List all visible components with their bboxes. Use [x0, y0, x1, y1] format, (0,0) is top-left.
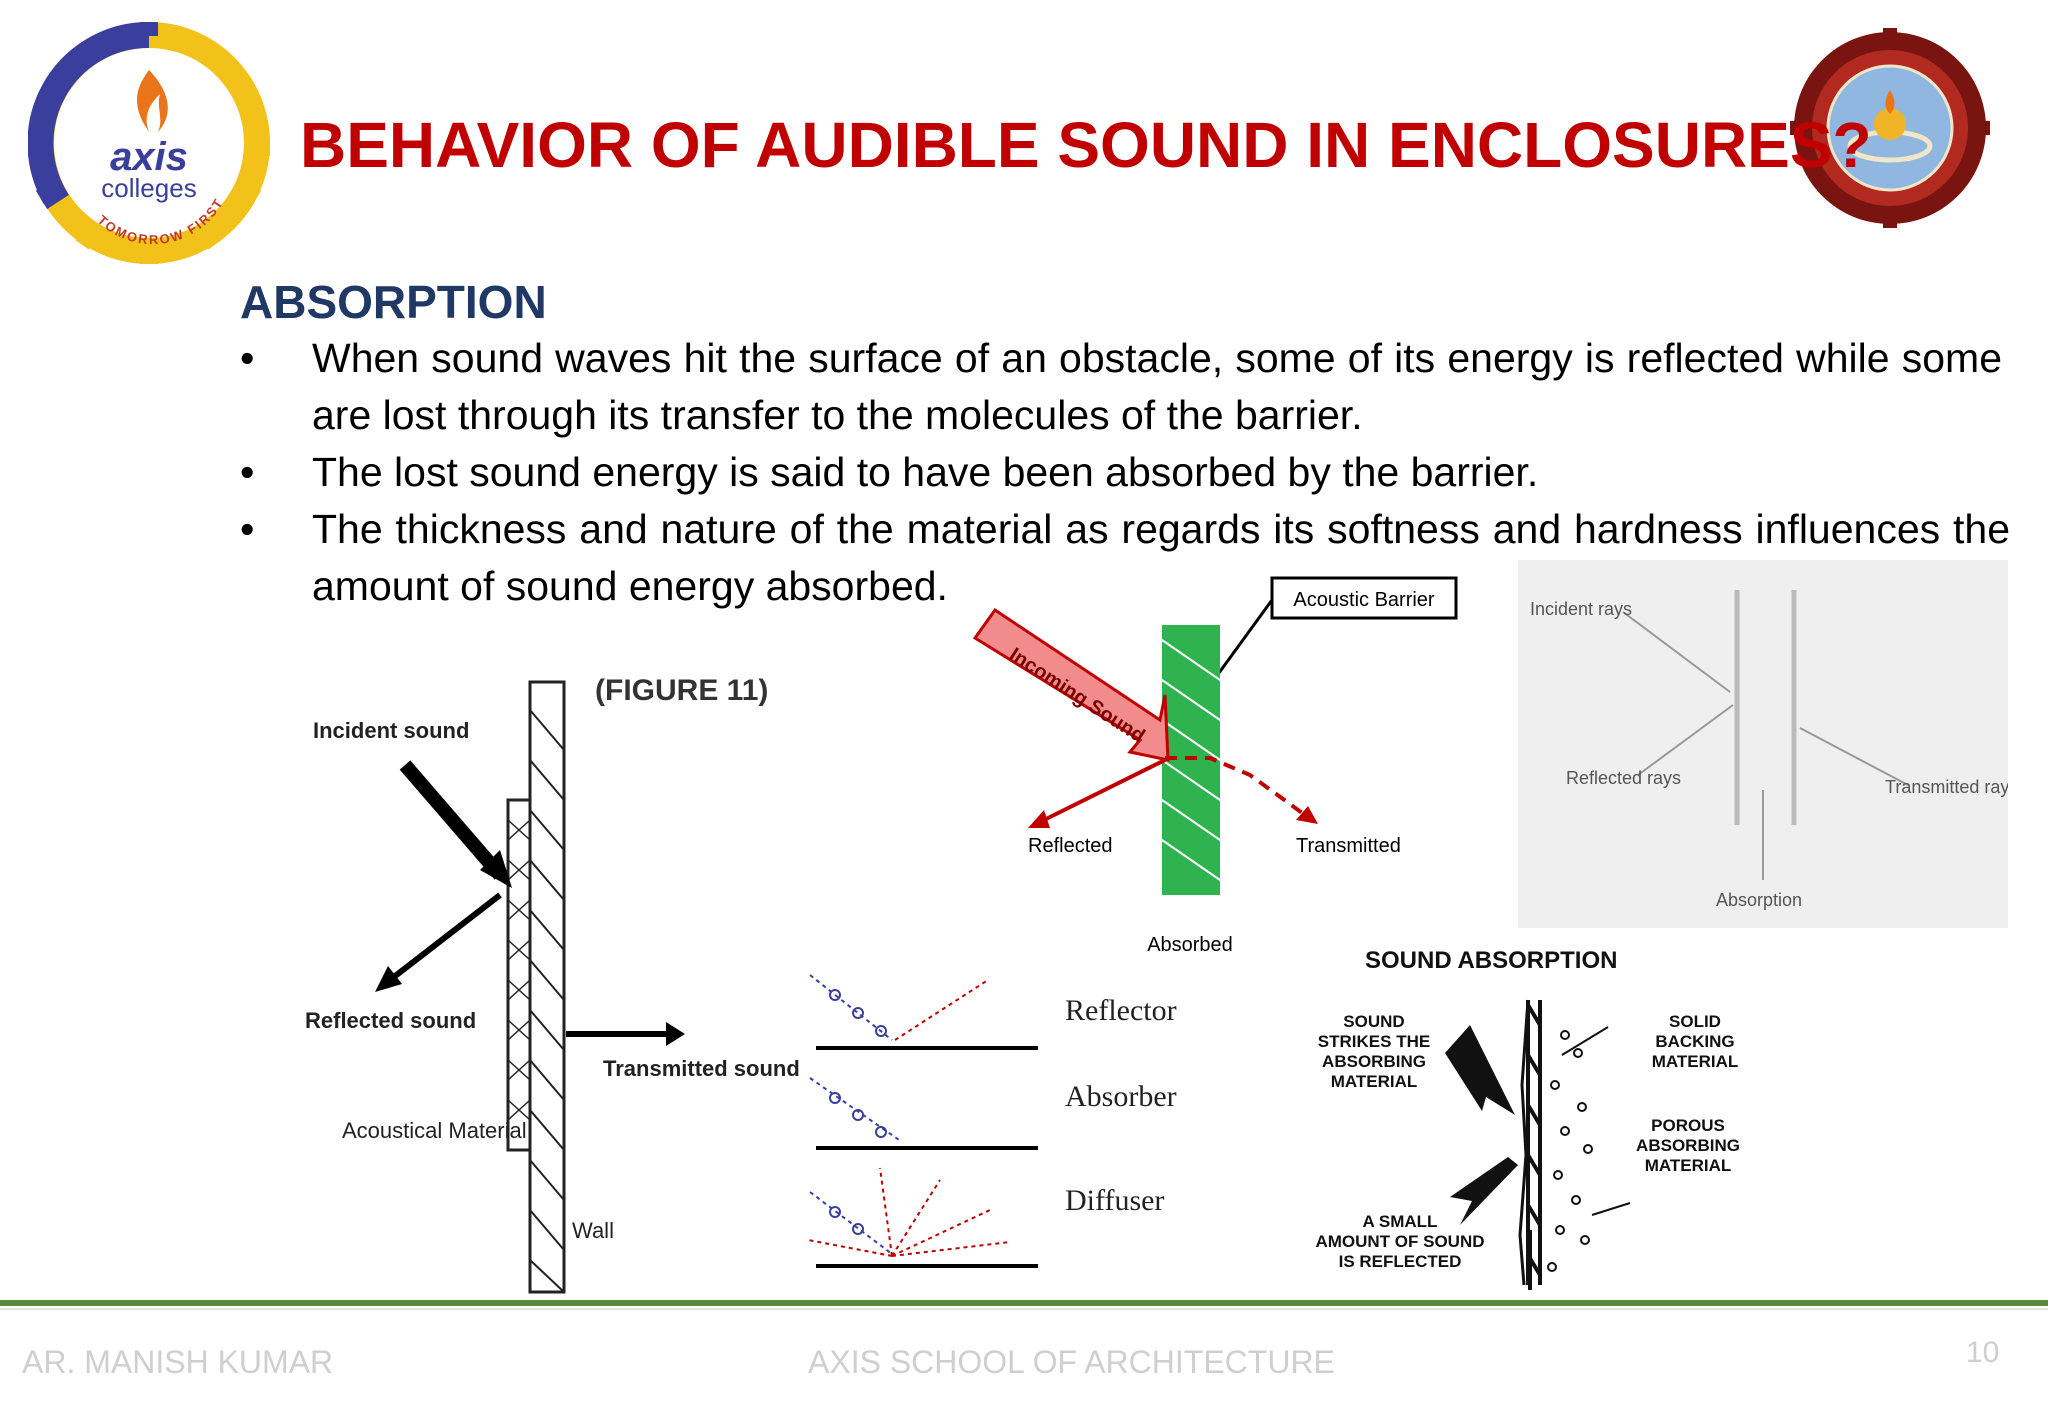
acoustical-material-shape [506, 798, 532, 1152]
acoustic-barrier-label: Acoustic Barrier [1293, 589, 1434, 611]
sketch-backing-1: SOLID [1669, 1012, 1721, 1031]
footer-divider-light [0, 1308, 2048, 1310]
figure-caption: (FIGURE 11) [595, 674, 768, 707]
incident-arrow [399, 760, 506, 880]
wall-label: Wall [572, 1218, 614, 1243]
sketch-porous-1: POROUS [1651, 1116, 1725, 1135]
footer-school: AXIS SCHOOL OF ARCHITECTURE [808, 1344, 1335, 1380]
acoustic-barrier-label-box [1270, 576, 1458, 620]
rays-diagram: Incident rays Reflected rays Transmitted… [1518, 560, 2008, 928]
logo-sub: colleges [101, 173, 196, 203]
reflected-barrier-arrow [1039, 758, 1166, 824]
figure-11-diagram: (FIGURE 11) Incident sound Reflected sou… [305, 674, 800, 1294]
absorption-label: Absorption [1716, 890, 1802, 910]
bullet-item: • The lost sound energy is said to have b… [240, 444, 2002, 501]
transmitted-label: Transmitted [1296, 835, 1401, 857]
reflected-arrow [388, 892, 502, 983]
reflected-sound-label: Reflected sound [305, 1008, 476, 1033]
sound-absorption-sketch: SOUND ABSORPTION SOUND STRIKES THE ABSOR… [1315, 947, 1740, 1290]
strikes-arrow [1445, 1025, 1515, 1115]
axis-colleges-logo: axis colleges TOMORROW FIRST [28, 22, 270, 264]
flame-icon [136, 70, 168, 132]
acoustical-material-label: Acoustical Material [342, 1118, 527, 1143]
page-number: 10 [1966, 1336, 2000, 1369]
sketch-porous-2: ABSORBING [1636, 1136, 1740, 1155]
bullet-item: • The thickness and nature of the materia… [240, 501, 2010, 615]
sketch-backing-3: MATERIAL [1652, 1052, 1739, 1071]
diffuser-label: Diffuser [1065, 1184, 1164, 1217]
reflected-label: Reflected [1028, 835, 1113, 857]
reflected-sketch-arrow [1450, 1157, 1518, 1225]
sketch-reflected-1: A SMALL [1363, 1212, 1438, 1231]
bullet-dot: • [240, 506, 255, 552]
bullet-text: The lost sound energy is said to have be… [312, 449, 1539, 495]
bullet-text: When sound waves hit the surface of an o… [312, 335, 2002, 438]
transmitted-barrier-arrow [1165, 756, 1307, 817]
bullet-dot: • [240, 335, 255, 381]
sketch-reflected-3: IS REFLECTED [1339, 1252, 1462, 1271]
sketch-backing-2: BACKING [1655, 1032, 1734, 1051]
absorbed-label: Absorbed [1147, 934, 1233, 956]
bullet-text: The thickness and nature of the material… [312, 506, 2010, 609]
sketch-porous-3: MATERIAL [1645, 1156, 1732, 1175]
reflector-label: Reflector [1065, 994, 1177, 1027]
surface-types-diagram: Reflector Absorber Diffuser [807, 974, 1177, 1268]
sketch-title: SOUND ABSORPTION [1365, 947, 1617, 974]
incident-rays-label: Incident rays [1530, 599, 1632, 619]
transmitted-sound-label: Transmitted sound [603, 1056, 800, 1081]
incident-sound-label: Incident sound [313, 718, 469, 743]
logo-brand: axis [110, 135, 188, 179]
incoming-sound-label: Incoming Sound [1005, 644, 1148, 748]
sketch-strikes-4: MATERIAL [1331, 1072, 1418, 1091]
reflected-rays-label: Reflected rays [1566, 768, 1681, 788]
sketch-strikes-3: ABSORBING [1322, 1052, 1426, 1071]
page-title: BEHAVIOR OF AUDIBLE SOUND IN ENCLOSURES? [300, 109, 1872, 181]
sketch-reflected-2: AMOUNT OF SOUND [1315, 1232, 1484, 1251]
section-heading: ABSORPTION [240, 276, 547, 328]
bullet-dot: • [240, 449, 255, 495]
sketch-strikes-2: STRIKES THE [1318, 1032, 1430, 1051]
footer-divider [0, 1300, 2048, 1306]
incoming-sound-arrow [972, 607, 1170, 762]
absorber-label: Absorber [1065, 1080, 1177, 1113]
aktu-university-seal [1790, 28, 1990, 228]
gear-ring [28, 22, 270, 264]
acoustic-barrier-diagram: Acoustic Barrier Incoming Sound Reflecte… [972, 576, 1458, 956]
transmitted-rays-label: Transmitted rays [1885, 777, 2008, 797]
bullet-list: • When sound waves hit the surface of an … [240, 330, 2010, 615]
wall-shape [528, 680, 566, 1294]
bullet-item: • When sound waves hit the surface of an … [240, 330, 2002, 444]
sketch-strikes-1: SOUND [1343, 1012, 1404, 1031]
footer-author: AR. MANISH KUMAR [22, 1344, 334, 1380]
